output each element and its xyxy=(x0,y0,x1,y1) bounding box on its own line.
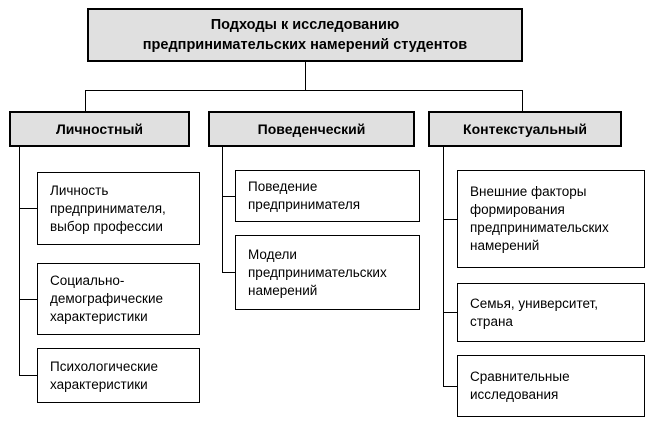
item-psychological-label: Психологические характеристики xyxy=(50,358,159,392)
root-box: Подходы к исследованию предпринимательск… xyxy=(87,8,523,62)
item-intention-models: Модели предпринимательских намерений xyxy=(235,235,420,310)
connector-tick-personal-1 xyxy=(19,208,37,209)
connector-tick-personal-3 xyxy=(19,375,37,376)
item-comparative-research-label: Сравнительные исследования xyxy=(470,369,570,402)
connector-right-drop xyxy=(522,90,523,111)
approach-personal-box: Личностный xyxy=(9,111,190,147)
item-socio-demographic-label: Социально- демографические характеристик… xyxy=(50,273,164,324)
item-external-factors: Внешние факторы формирования предпринима… xyxy=(457,170,645,268)
approach-behavioral-label: Поведенческий xyxy=(257,121,366,137)
connector-tick-contextual-1 xyxy=(443,219,457,220)
item-entrepreneur-behavior: Поведение предпринимателя xyxy=(235,170,420,222)
item-external-factors-label: Внешние факторы формирования предпринима… xyxy=(470,184,609,253)
item-family-university-country: Семья, университет, страна xyxy=(457,283,645,342)
connector-trunk-contextual xyxy=(443,147,444,386)
connector-tick-behavioral-2 xyxy=(222,272,235,273)
connector-tick-contextual-2 xyxy=(443,312,457,313)
approach-personal-label: Личностный xyxy=(55,121,144,137)
connector-tick-behavioral-1 xyxy=(222,196,235,197)
approach-behavioral-box: Поведенческий xyxy=(208,111,415,147)
item-socio-demographic: Социально- демографические характеристик… xyxy=(37,263,200,335)
root-box-label: Подходы к исследованию предпринимательск… xyxy=(142,17,468,53)
connector-trunk-personal xyxy=(19,147,20,375)
approach-contextual-box: Контекстуальный xyxy=(428,111,622,147)
connector-tick-personal-2 xyxy=(19,299,37,300)
item-family-university-country-label: Семья, университет, страна xyxy=(470,295,598,329)
item-entrepreneur-personality: Личность предпринимателя, выбор професси… xyxy=(37,172,200,245)
item-entrepreneur-personality-label: Личность предпринимателя, выбор професси… xyxy=(50,182,166,234)
item-intention-models-label: Модели предпринимательских намерений xyxy=(248,246,387,298)
item-comparative-research: Сравнительные исследования xyxy=(457,355,645,417)
item-psychological: Психологические характеристики xyxy=(37,348,200,403)
connector-tick-contextual-3 xyxy=(443,386,457,387)
item-entrepreneur-behavior-label: Поведение предпринимателя xyxy=(248,179,361,212)
connector-trunk-behavioral xyxy=(222,147,223,273)
approach-contextual-label: Контекстуальный xyxy=(463,121,587,137)
connector-left-drop xyxy=(85,90,86,111)
connector-root-drop xyxy=(305,62,306,90)
connector-main-horizontal xyxy=(85,90,523,91)
